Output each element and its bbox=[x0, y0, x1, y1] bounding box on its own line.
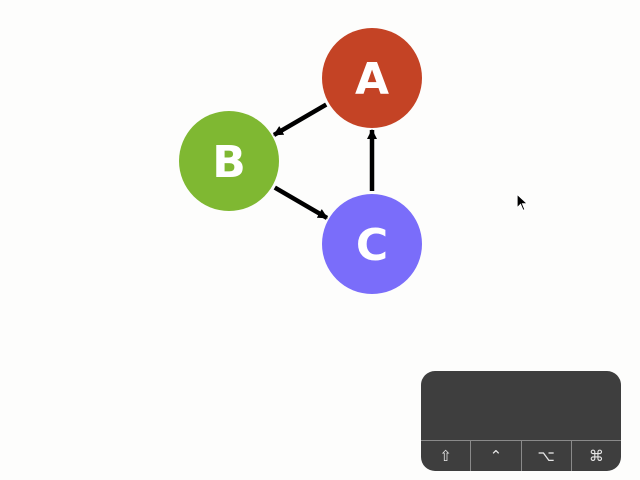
node-c-label: C bbox=[356, 220, 388, 271]
command-icon: ⌘ bbox=[588, 447, 604, 465]
keypad-display bbox=[421, 371, 621, 440]
keypad-divider bbox=[421, 440, 621, 441]
shift-key-button[interactable]: ⇧ bbox=[421, 441, 472, 471]
modifier-key-row: ⇧ ⌃ ⌥ ⌘ bbox=[421, 441, 621, 471]
node-a: A bbox=[322, 28, 422, 128]
edge-a-to-b bbox=[272, 102, 328, 137]
control-icon: ⌃ bbox=[489, 447, 503, 465]
control-key-button[interactable]: ⌃ bbox=[471, 441, 522, 471]
node-c: C bbox=[322, 194, 422, 294]
option-key-button[interactable]: ⌥ bbox=[522, 441, 572, 471]
node-a-circle bbox=[322, 28, 422, 128]
node-b: B bbox=[179, 111, 279, 211]
edge-b-to-c bbox=[273, 185, 329, 220]
shift-icon: ⇧ bbox=[439, 447, 452, 465]
node-c-circle bbox=[322, 194, 422, 294]
nodes-layer: A B C bbox=[179, 28, 422, 294]
option-icon: ⌥ bbox=[537, 447, 555, 465]
edges-layer bbox=[272, 102, 377, 220]
node-b-circle bbox=[179, 111, 279, 211]
command-key-button[interactable]: ⌘ bbox=[572, 441, 621, 471]
node-b-label: B bbox=[212, 137, 246, 188]
mouse-cursor-icon bbox=[516, 193, 530, 212]
node-a-label: A bbox=[355, 54, 389, 105]
modifier-keypad: ⇧ ⌃ ⌥ ⌘ bbox=[421, 371, 621, 471]
